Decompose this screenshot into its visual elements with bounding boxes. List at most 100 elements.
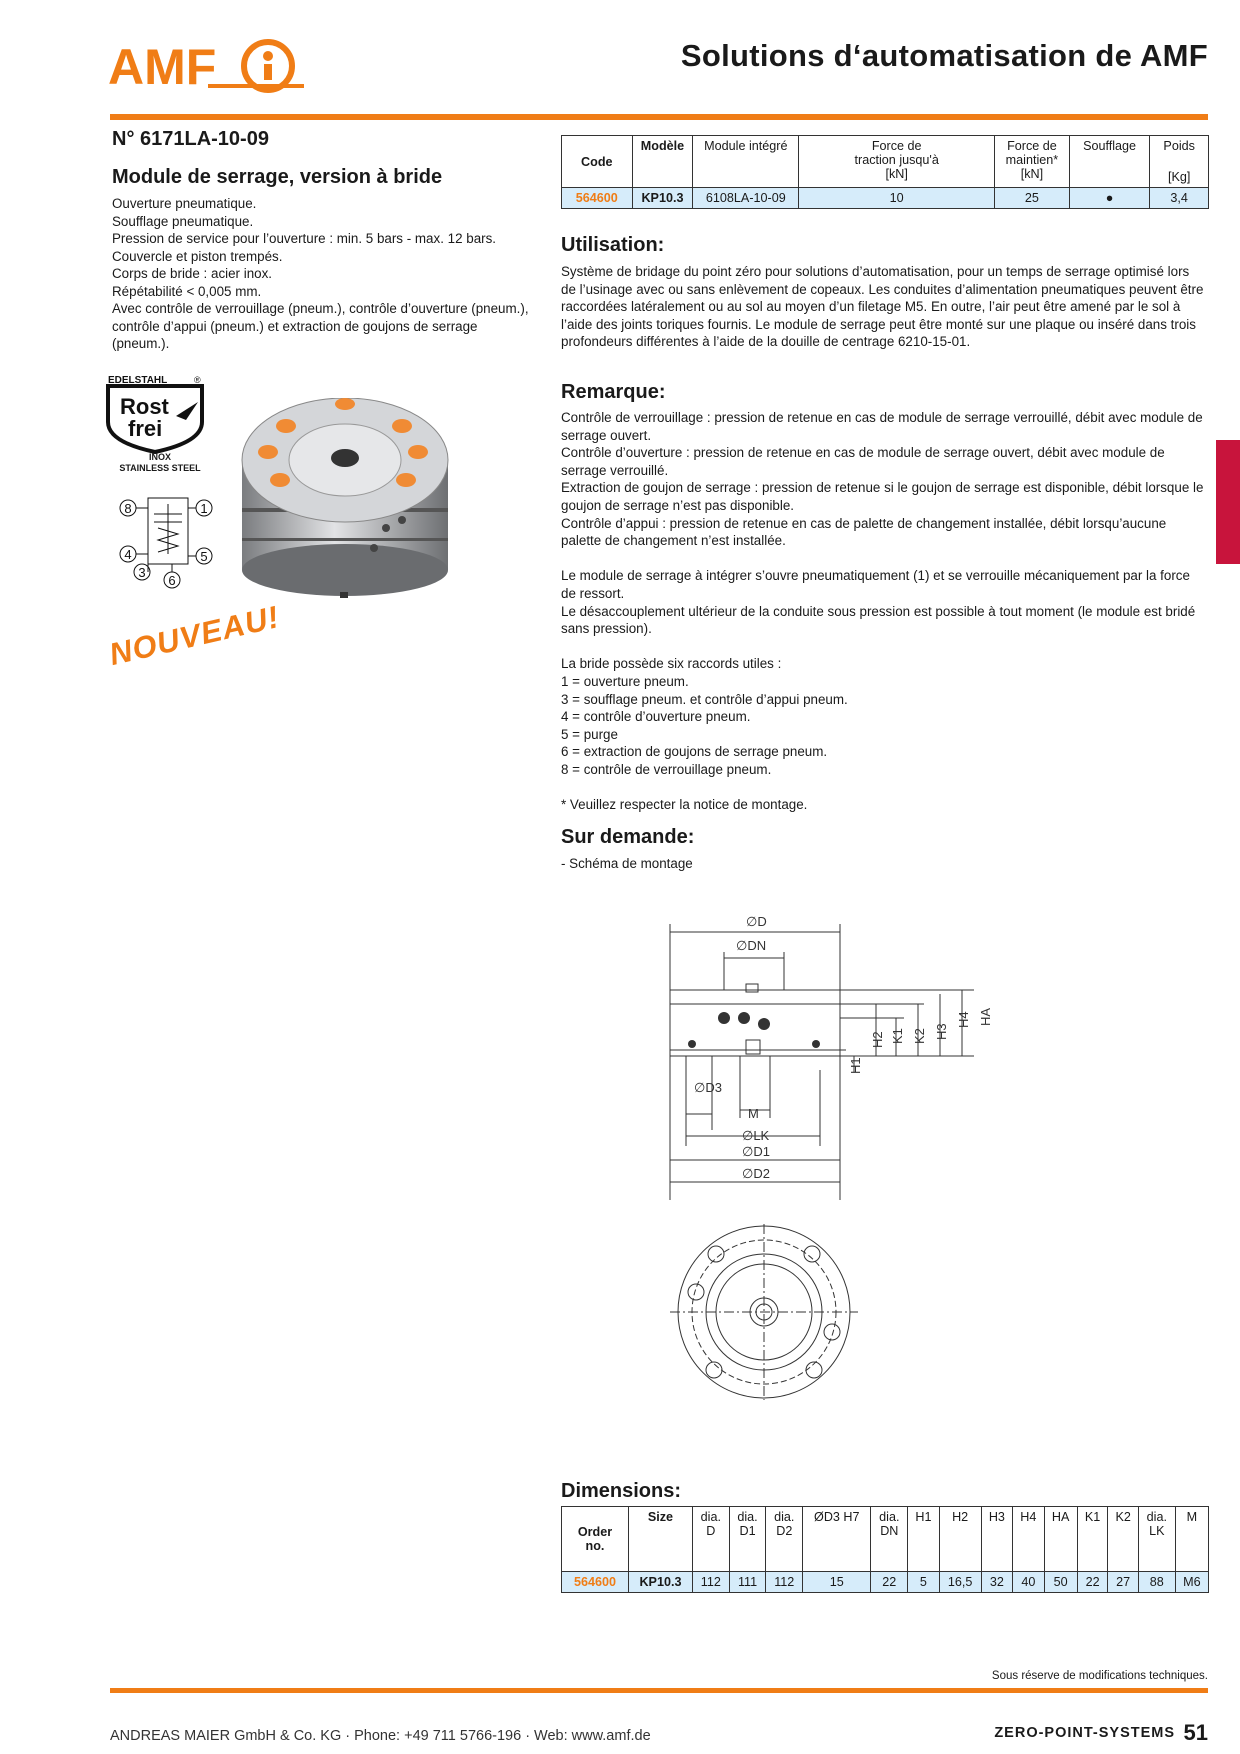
table-row: 564600 KP10.3 6108LA-10-09 10 25 ● 3,4 [561, 187, 1209, 209]
rostfrei-word-1: Rost [120, 394, 170, 419]
label-dn: ∅DN [736, 938, 766, 953]
utilisation-text: Système de bridage du point zéro pour so… [561, 264, 1204, 350]
label-d2: ∅D2 [742, 1166, 770, 1181]
label-d1: ∅D1 [742, 1144, 770, 1159]
cell-force-maintien: 25 [994, 187, 1070, 209]
disclaimer: Sous réserve de modifications techniques… [991, 1670, 1208, 1682]
product-name: Module de serrage, version à bride [112, 166, 443, 188]
th-line: dia. [700, 1510, 721, 1524]
th-code: Code [561, 135, 633, 188]
label-m: M [748, 1106, 759, 1121]
th-d3: ØD3 H7 [802, 1506, 872, 1572]
th-size: Size [628, 1506, 693, 1572]
cell-m: M6 [1174, 1571, 1210, 1593]
th-k1: K1 [1076, 1506, 1109, 1572]
th-h2: H2 [938, 1506, 982, 1572]
th-line: dia. [1146, 1510, 1167, 1524]
feature-item: Répétabilité < 0,005 mm. [112, 283, 262, 299]
th-dia-dn: dia.DN [870, 1506, 909, 1572]
label-lk: ∅LK [742, 1128, 770, 1143]
port-label: 6 [168, 573, 175, 588]
remarque-line: Extraction de goujon de serrage : pressi… [561, 480, 1204, 513]
cell-d1: 111 [728, 1571, 767, 1593]
product-photo [241, 398, 449, 598]
th-h3: H3 [980, 1506, 1014, 1572]
new-badge: NOUVEAU! [106, 599, 283, 673]
cell-k1: 22 [1076, 1571, 1109, 1593]
remarque-text: Contrôle de verrouillage : pression de r… [561, 409, 1206, 814]
th-line: dia. [737, 1510, 758, 1524]
th-line: Force de [1007, 139, 1057, 153]
remarque-line: 1 = ouverture pneum. [561, 673, 689, 689]
feature-item: Soufflage pneumatique. [112, 213, 254, 229]
amf-logo: AMF [108, 39, 304, 95]
th-unit: [Kg] [1167, 170, 1191, 184]
label-h3: H3 [934, 1023, 949, 1040]
remarque-line: 8 = contrôle de verrouillage pneum. [561, 761, 772, 777]
remarque-line [561, 638, 1206, 656]
inox-line: INOX [148, 452, 171, 462]
cell-ha: 50 [1043, 1571, 1078, 1593]
th-line: Force de [871, 139, 922, 153]
cell-d3: 15 [802, 1571, 872, 1593]
th-m: M [1174, 1506, 1210, 1572]
remarque-line: Le module de serrage à intégrer s’ouvre … [561, 568, 1190, 601]
th-ha: HA [1043, 1506, 1078, 1572]
th-line: maintien* [1005, 153, 1059, 167]
th-line: D1 [739, 1524, 756, 1538]
th-module: Module intégré [692, 135, 800, 188]
th-unit: [kN] [885, 167, 908, 181]
th-line: dia. [774, 1510, 795, 1524]
remarque-line: 5 = purge [561, 726, 618, 742]
cell-model: KP10.3 [631, 187, 694, 209]
cell-h4: 40 [1012, 1571, 1045, 1593]
th-line: no. [585, 1539, 605, 1553]
feature-item: Avec contrôle de verrouillage (pneum.), … [112, 301, 529, 351]
label-d3: ∅D3 [694, 1080, 722, 1095]
th-line: dia. [879, 1510, 900, 1524]
section-tab [1216, 440, 1240, 564]
utilisation-title: Utilisation: [561, 234, 665, 256]
remarque-line: 6 = extraction de goujons de serrage pne… [561, 744, 828, 760]
th-soufflage: Soufflage [1068, 135, 1151, 188]
rostfrei-top-text: EDELSTAHL [108, 375, 167, 386]
company-info: ANDREAS MAIER GmbH & Co. KG · Phone: +49… [110, 1728, 651, 1744]
port-label: 8 [124, 501, 131, 516]
label-h4: H4 [956, 1011, 971, 1028]
cell-lk: 88 [1137, 1571, 1176, 1593]
feature-item: Corps de bride : acier inox. [112, 266, 273, 281]
th-model: Modèle [631, 135, 694, 188]
logo-text: AMF [108, 39, 216, 95]
cell-size: KP10.3 [628, 1571, 693, 1593]
cell-soufflage: ● [1068, 187, 1151, 209]
footer-rule [110, 1688, 1208, 1693]
label-k2: K2 [912, 1028, 927, 1044]
dimensions-title: Dimensions: [561, 1480, 682, 1502]
feature-item: Ouverture pneumatique. [112, 196, 257, 211]
cell-k2: 27 [1107, 1571, 1139, 1593]
footer-section: ZERO-POINT-SYSTEMS 51 [994, 1720, 1208, 1746]
th-h1: H1 [907, 1506, 940, 1572]
cell-d2: 112 [765, 1571, 804, 1593]
label-h1: H1 [848, 1057, 863, 1074]
cell-h3: 32 [980, 1571, 1014, 1593]
remarque-line: La bride possède six raccords utiles : [561, 656, 782, 672]
cell-force-traction: 10 [798, 187, 996, 209]
label-d: ∅D [746, 914, 767, 929]
th-poids: Poids[Kg] [1149, 135, 1209, 188]
remarque-line: Contrôle de verrouillage : pression de r… [561, 410, 1203, 443]
remarque-line [561, 550, 1206, 568]
rostfrei-shield-icon: EDELSTAHL ® Rost frei [106, 375, 204, 455]
th-line: traction jusqu'à [854, 153, 939, 167]
header-rule [110, 114, 1208, 120]
remarque-title: Remarque: [561, 381, 666, 403]
sur-demande-text: - Schéma de montage [561, 856, 693, 871]
remarque-line: 4 = contrôle d’ouverture pneum. [561, 709, 751, 725]
feature-item: Couvercle et piston trempés. [112, 248, 283, 264]
remarque-line: Contrôle d’appui : pression de retenue e… [561, 515, 1167, 549]
cell-module: 6108LA-10-09 [692, 187, 800, 209]
